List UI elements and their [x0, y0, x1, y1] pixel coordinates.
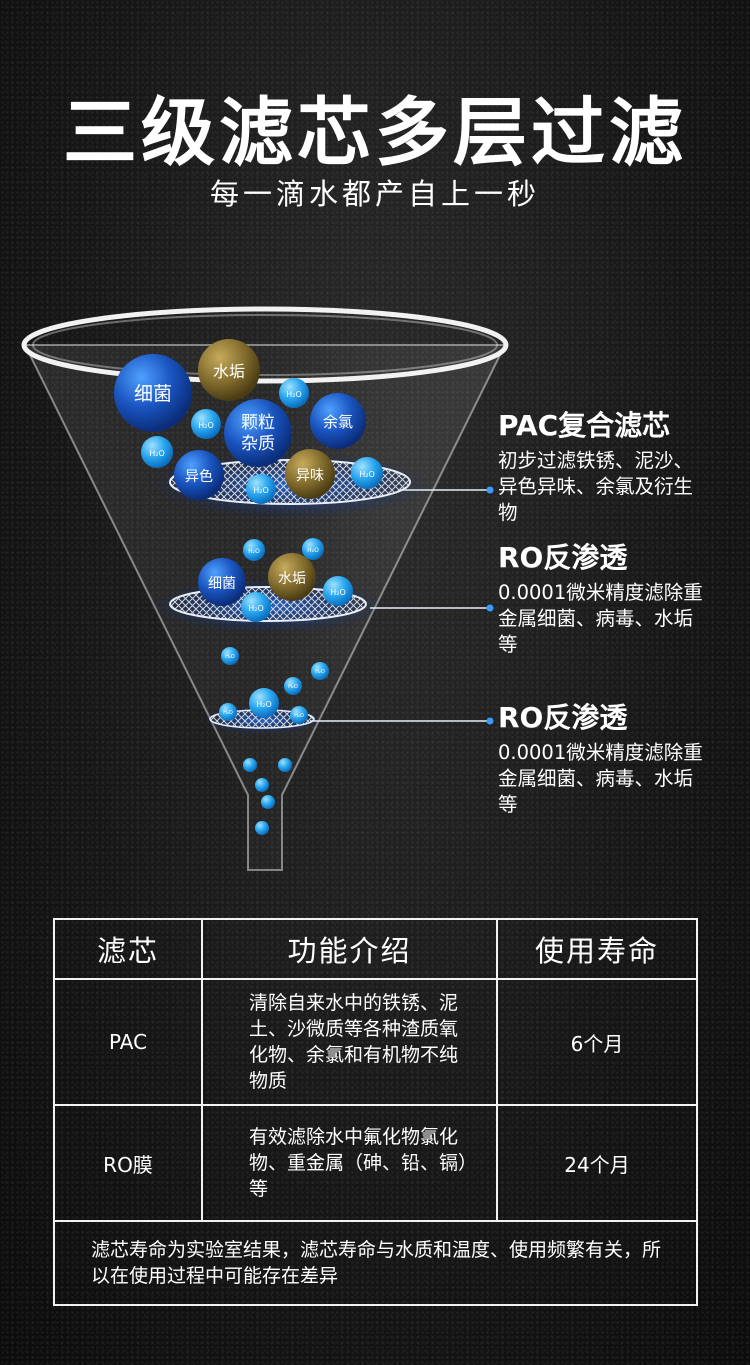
svg-text:H₂O: H₂O	[248, 604, 264, 613]
water-droplet	[261, 795, 275, 809]
filter-desc-cell: 清除自来水中的铁锈、泥土、沙微质等各种渣质氧化物、余氯和有机物不纯物质	[201, 978, 498, 1106]
svg-text:H₂O: H₂O	[307, 547, 319, 554]
chlorine-ball: 余氯	[310, 393, 366, 449]
svg-text:H₂O: H₂O	[149, 449, 165, 458]
column-header: 功能介绍	[201, 918, 498, 980]
filter-spec-table: 滤芯 功能介绍 使用寿命 PAC 清除自来水中的铁锈、泥土、沙微质等各种渣质氧化…	[53, 918, 698, 1306]
water-droplet: H₂O	[241, 592, 271, 622]
color-ball: 异色	[174, 450, 224, 500]
water-droplet: H₂O	[284, 677, 302, 695]
svg-text:异色: 异色	[185, 468, 213, 485]
water-droplet: H₂O	[191, 409, 221, 439]
stage-title: PAC复合滤芯	[498, 409, 671, 442]
stage-title: RO反渗透	[498, 701, 628, 734]
filter-life-cell: 6个月	[496, 978, 698, 1106]
column-header: 使用寿命	[496, 918, 698, 980]
page-title: 三级滤芯多层过滤	[63, 90, 687, 176]
water-droplet: H₂O	[279, 378, 309, 408]
table-note-row: 滤芯寿命为实验室结果，滤芯寿命与水质和温度、使用频繁有关，所以在使用过程中可能存…	[53, 1220, 698, 1306]
svg-text:H₂O: H₂O	[253, 486, 269, 495]
svg-text:H₂O: H₂O	[330, 588, 346, 597]
water-droplet: H₂O	[141, 436, 173, 468]
water-droplet	[255, 821, 269, 835]
water-droplet: H₂O	[219, 703, 237, 721]
stage-description: 0.0001微米精度滤除重金属细菌、病毒、水垢等	[498, 741, 703, 816]
svg-text:H₂O: H₂O	[225, 654, 235, 660]
svg-text:H₂O: H₂O	[288, 684, 298, 690]
water-droplet	[278, 758, 292, 772]
water-droplet: H₂O	[302, 538, 324, 560]
water-droplet: H₂O	[311, 662, 329, 680]
svg-text:细菌: 细菌	[134, 383, 172, 405]
water-droplet: H₂O	[249, 688, 279, 718]
stage-description: 初步过滤铁锈、泥沙、异色异味、余氯及衍生物	[498, 449, 694, 524]
odor-ball: 异味	[285, 449, 335, 499]
column-header: 滤芯	[53, 918, 203, 980]
water-droplet: H₂O	[351, 457, 383, 489]
water-droplet: H₂O	[290, 706, 308, 724]
funnel-rim	[21, 306, 509, 384]
scale-ball: 水垢	[198, 339, 260, 401]
bacteria-ball: 细菌	[114, 354, 192, 432]
stage-title: RO反渗透	[498, 541, 628, 574]
water-droplet: H₂O	[323, 576, 353, 606]
svg-text:水垢: 水垢	[278, 571, 306, 587]
svg-text:颗粒: 颗粒	[241, 413, 275, 433]
svg-text:H₂O: H₂O	[286, 390, 302, 399]
stage-ro-2: RO反渗透 0.0001微米精度滤除重金属细菌、病毒、水垢等	[498, 700, 703, 818]
svg-text:H₂O: H₂O	[223, 710, 233, 716]
filter-desc-cell: 有效滤除水中氟化物氯化物、重金属（砷、铅、镉）等	[201, 1104, 498, 1222]
filter-name-cell: RO膜	[53, 1104, 203, 1222]
filter-life-cell: 24个月	[496, 1104, 698, 1222]
water-droplet: H₂O	[243, 539, 265, 561]
table-row: PAC 清除自来水中的铁锈、泥土、沙微质等各种渣质氧化物、余氯和有机物不纯物质 …	[53, 978, 698, 1106]
water-droplet	[243, 758, 257, 772]
svg-text:杂质: 杂质	[241, 434, 275, 454]
svg-text:H₂O: H₂O	[198, 421, 214, 430]
funnel-illustration: 细菌 水垢 颗粒 杂质 余氯 异色 异味 细菌 水垢 H₂O H₂O H₂O H…	[21, 306, 509, 871]
bacteria-ball-2: 细菌	[198, 558, 246, 606]
table-header-row: 滤芯 功能介绍 使用寿命	[53, 918, 698, 980]
particles-ball: 颗粒 杂质	[224, 399, 292, 467]
stage-pac: PAC复合滤芯 初步过滤铁锈、泥沙、异色异味、余氯及衍生物	[498, 408, 703, 526]
scale-ball-2: 水垢	[268, 553, 316, 601]
svg-text:异味: 异味	[296, 468, 324, 484]
water-droplet: H₂O	[246, 474, 276, 504]
stage-ro-1: RO反渗透 0.0001微米精度滤除重金属细菌、病毒、水垢等	[498, 540, 703, 658]
table-row: RO膜 有效滤除水中氟化物氯化物、重金属（砷、铅、镉）等 24个月	[53, 1104, 698, 1222]
svg-text:余氯: 余氯	[323, 413, 353, 431]
svg-text:H₂O: H₂O	[359, 470, 375, 479]
page-subtitle: 每一滴水都产自上一秒	[209, 177, 540, 211]
svg-text:H₂O: H₂O	[248, 548, 260, 555]
water-droplet: H₂O	[221, 647, 239, 665]
disclaimer-note: 滤芯寿命为实验室结果，滤芯寿命与水质和温度、使用频繁有关，所以在使用过程中可能存…	[53, 1220, 698, 1306]
svg-text:H₂O: H₂O	[256, 700, 272, 709]
svg-text:H₂O: H₂O	[315, 669, 325, 675]
water-droplet	[255, 778, 269, 792]
svg-text:H₂O: H₂O	[294, 713, 304, 719]
stage-description: 0.0001微米精度滤除重金属细菌、病毒、水垢等	[498, 581, 703, 656]
svg-text:细菌: 细菌	[208, 576, 236, 592]
filter-name-cell: PAC	[53, 978, 203, 1106]
svg-text:水垢: 水垢	[213, 362, 245, 381]
